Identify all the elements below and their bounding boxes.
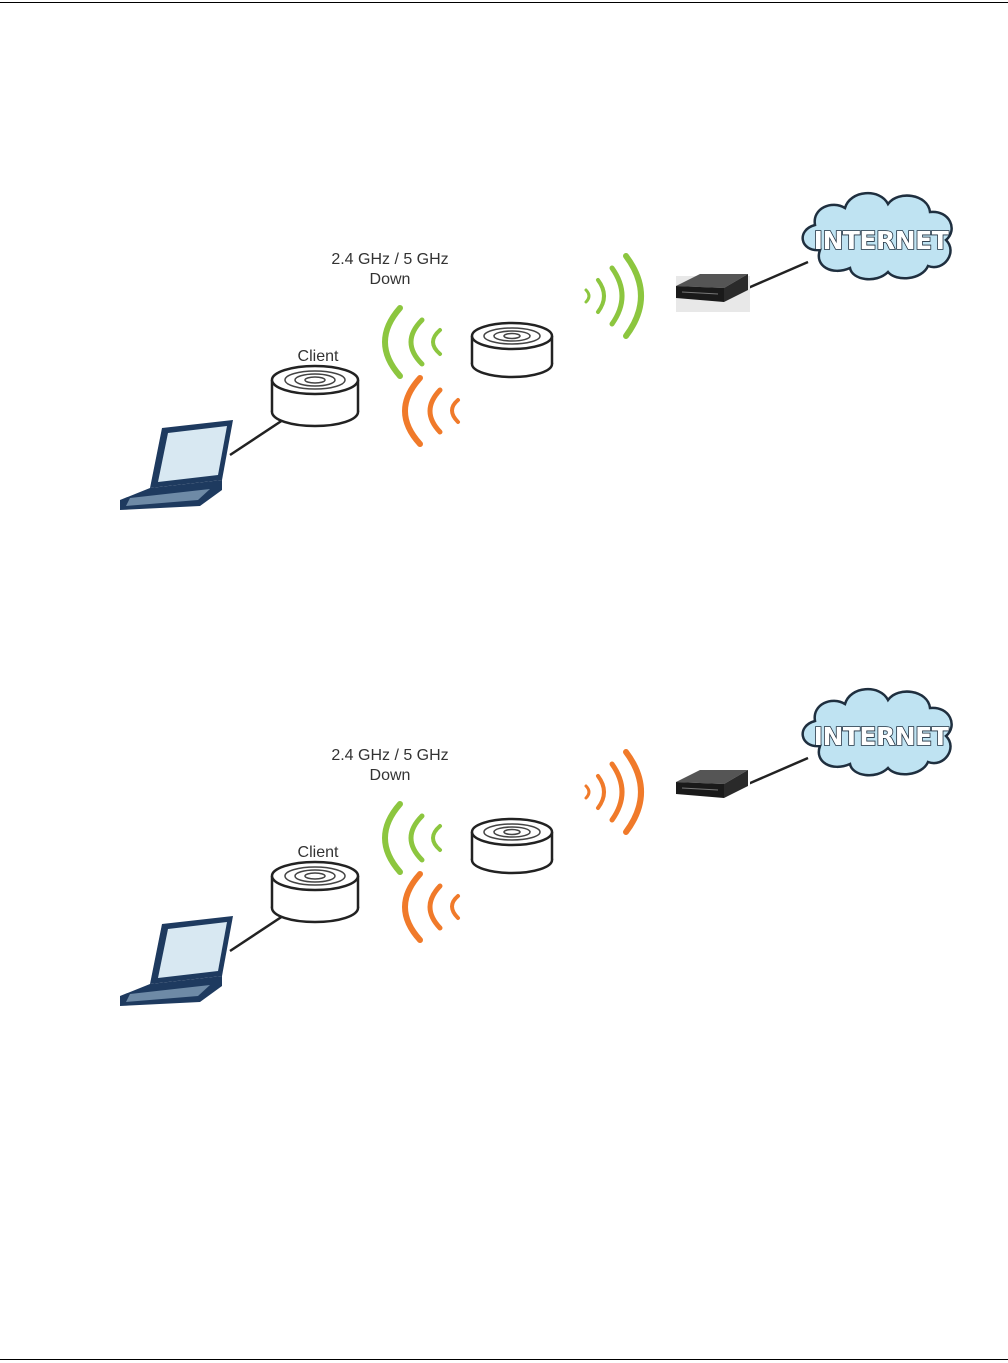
header-rule bbox=[0, 2, 1008, 3]
gateway-icon bbox=[676, 274, 750, 312]
band-label: 2.4 GHz / 5 GHz bbox=[310, 250, 470, 270]
band-label: 2.4 GHz / 5 GHz bbox=[310, 746, 470, 766]
client-label: Client bbox=[280, 348, 356, 366]
footer-rule bbox=[0, 1359, 1008, 1360]
cloud-label: INTERNET bbox=[806, 722, 956, 751]
wifi-signal-icon bbox=[385, 308, 440, 376]
ap-icon bbox=[472, 819, 552, 873]
client-ap-icon bbox=[272, 366, 358, 426]
wifi-signal-icon bbox=[405, 378, 458, 444]
cloud-label: INTERNET bbox=[806, 226, 956, 255]
gateway-icon bbox=[676, 770, 750, 808]
client-ap-icon bbox=[272, 862, 358, 922]
client-label: Client bbox=[280, 844, 356, 862]
wifi-signal-icon bbox=[405, 874, 458, 940]
wifi-signal-icon bbox=[586, 256, 641, 336]
wifi-signal-icon bbox=[586, 752, 641, 832]
laptop-icon bbox=[120, 916, 233, 1006]
status-label: Down bbox=[310, 766, 470, 786]
internet-cable bbox=[748, 262, 808, 288]
internet-cable bbox=[748, 758, 808, 784]
network-diagram-2: 2.4 GHz / 5 GHz Down Client INTERNET bbox=[0, 676, 1008, 1016]
laptop-icon bbox=[120, 420, 233, 510]
network-diagram-1: 2.4 GHz / 5 GHz Down Client INTERNET bbox=[0, 180, 1008, 520]
ap-icon bbox=[472, 323, 552, 377]
wifi-signal-icon bbox=[385, 804, 440, 872]
status-label: Down bbox=[310, 270, 470, 290]
